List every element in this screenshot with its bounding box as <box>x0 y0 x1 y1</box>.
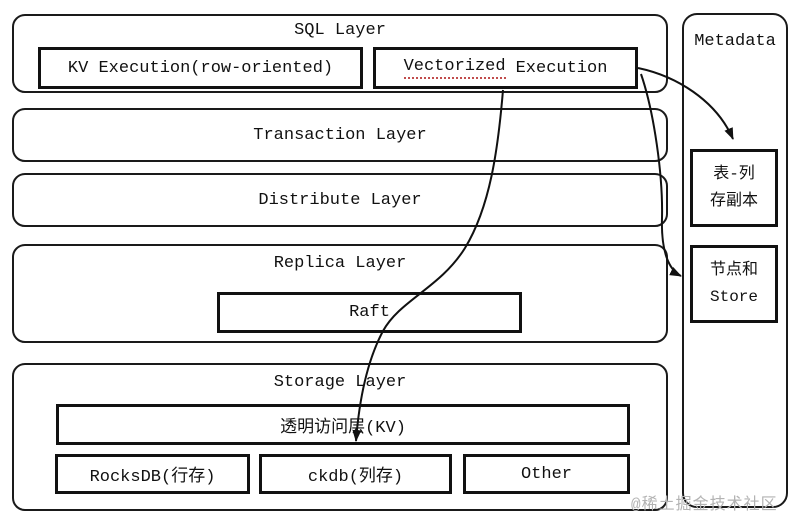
execution-word: Execution <box>515 58 608 78</box>
table-column-replica-line2: 存副本 <box>709 192 758 210</box>
rocksdb-engine-box: RocksDB(行存) <box>55 454 250 494</box>
transaction-layer-container <box>12 108 668 162</box>
storage-layer-title: Storage Layer <box>273 373 407 392</box>
vectorized-word-misspelled: Vectorized <box>403 57 506 79</box>
node-and-store-box: 节点和 Store <box>690 245 778 323</box>
other-engine-label: Other <box>520 464 572 484</box>
sql-layer-title: SQL Layer <box>294 21 386 40</box>
raft-label: Raft <box>349 303 390 322</box>
ckdb-engine-label: ckdb(列存) <box>307 468 404 487</box>
kv-execution-label: KV Execution(row-oriented) <box>67 58 334 78</box>
other-engine-box: Other <box>463 454 630 494</box>
transparent-kv-access-box: 透明访问层(KV) <box>56 404 630 445</box>
table-column-replica-box: 表-列 存副本 <box>690 149 778 227</box>
watermark: @稀土掘金技术社区 <box>631 496 778 514</box>
vectorized-execution-box: Vectorized Execution <box>373 47 638 89</box>
rocksdb-engine-label: RocksDB(行存) <box>89 468 216 487</box>
table-column-replica-line1: 表-列 <box>713 165 755 183</box>
node-and-store-line1: 节点和 <box>709 261 758 279</box>
replica-layer-title: Replica Layer <box>273 254 407 273</box>
metadata-panel-title: Metadata <box>694 32 776 51</box>
transparent-kv-access-label: 透明访问层(KV) <box>280 418 406 438</box>
raft-box: Raft <box>217 292 522 333</box>
distribute-layer-container <box>12 173 668 227</box>
ckdb-engine-box: ckdb(列存) <box>259 454 452 494</box>
distribute-layer-title: Distribute Layer <box>258 191 422 210</box>
transaction-layer-title: Transaction Layer <box>253 126 427 145</box>
kv-execution-box: KV Execution(row-oriented) <box>38 47 363 89</box>
node-and-store-line2: Store <box>709 288 758 306</box>
